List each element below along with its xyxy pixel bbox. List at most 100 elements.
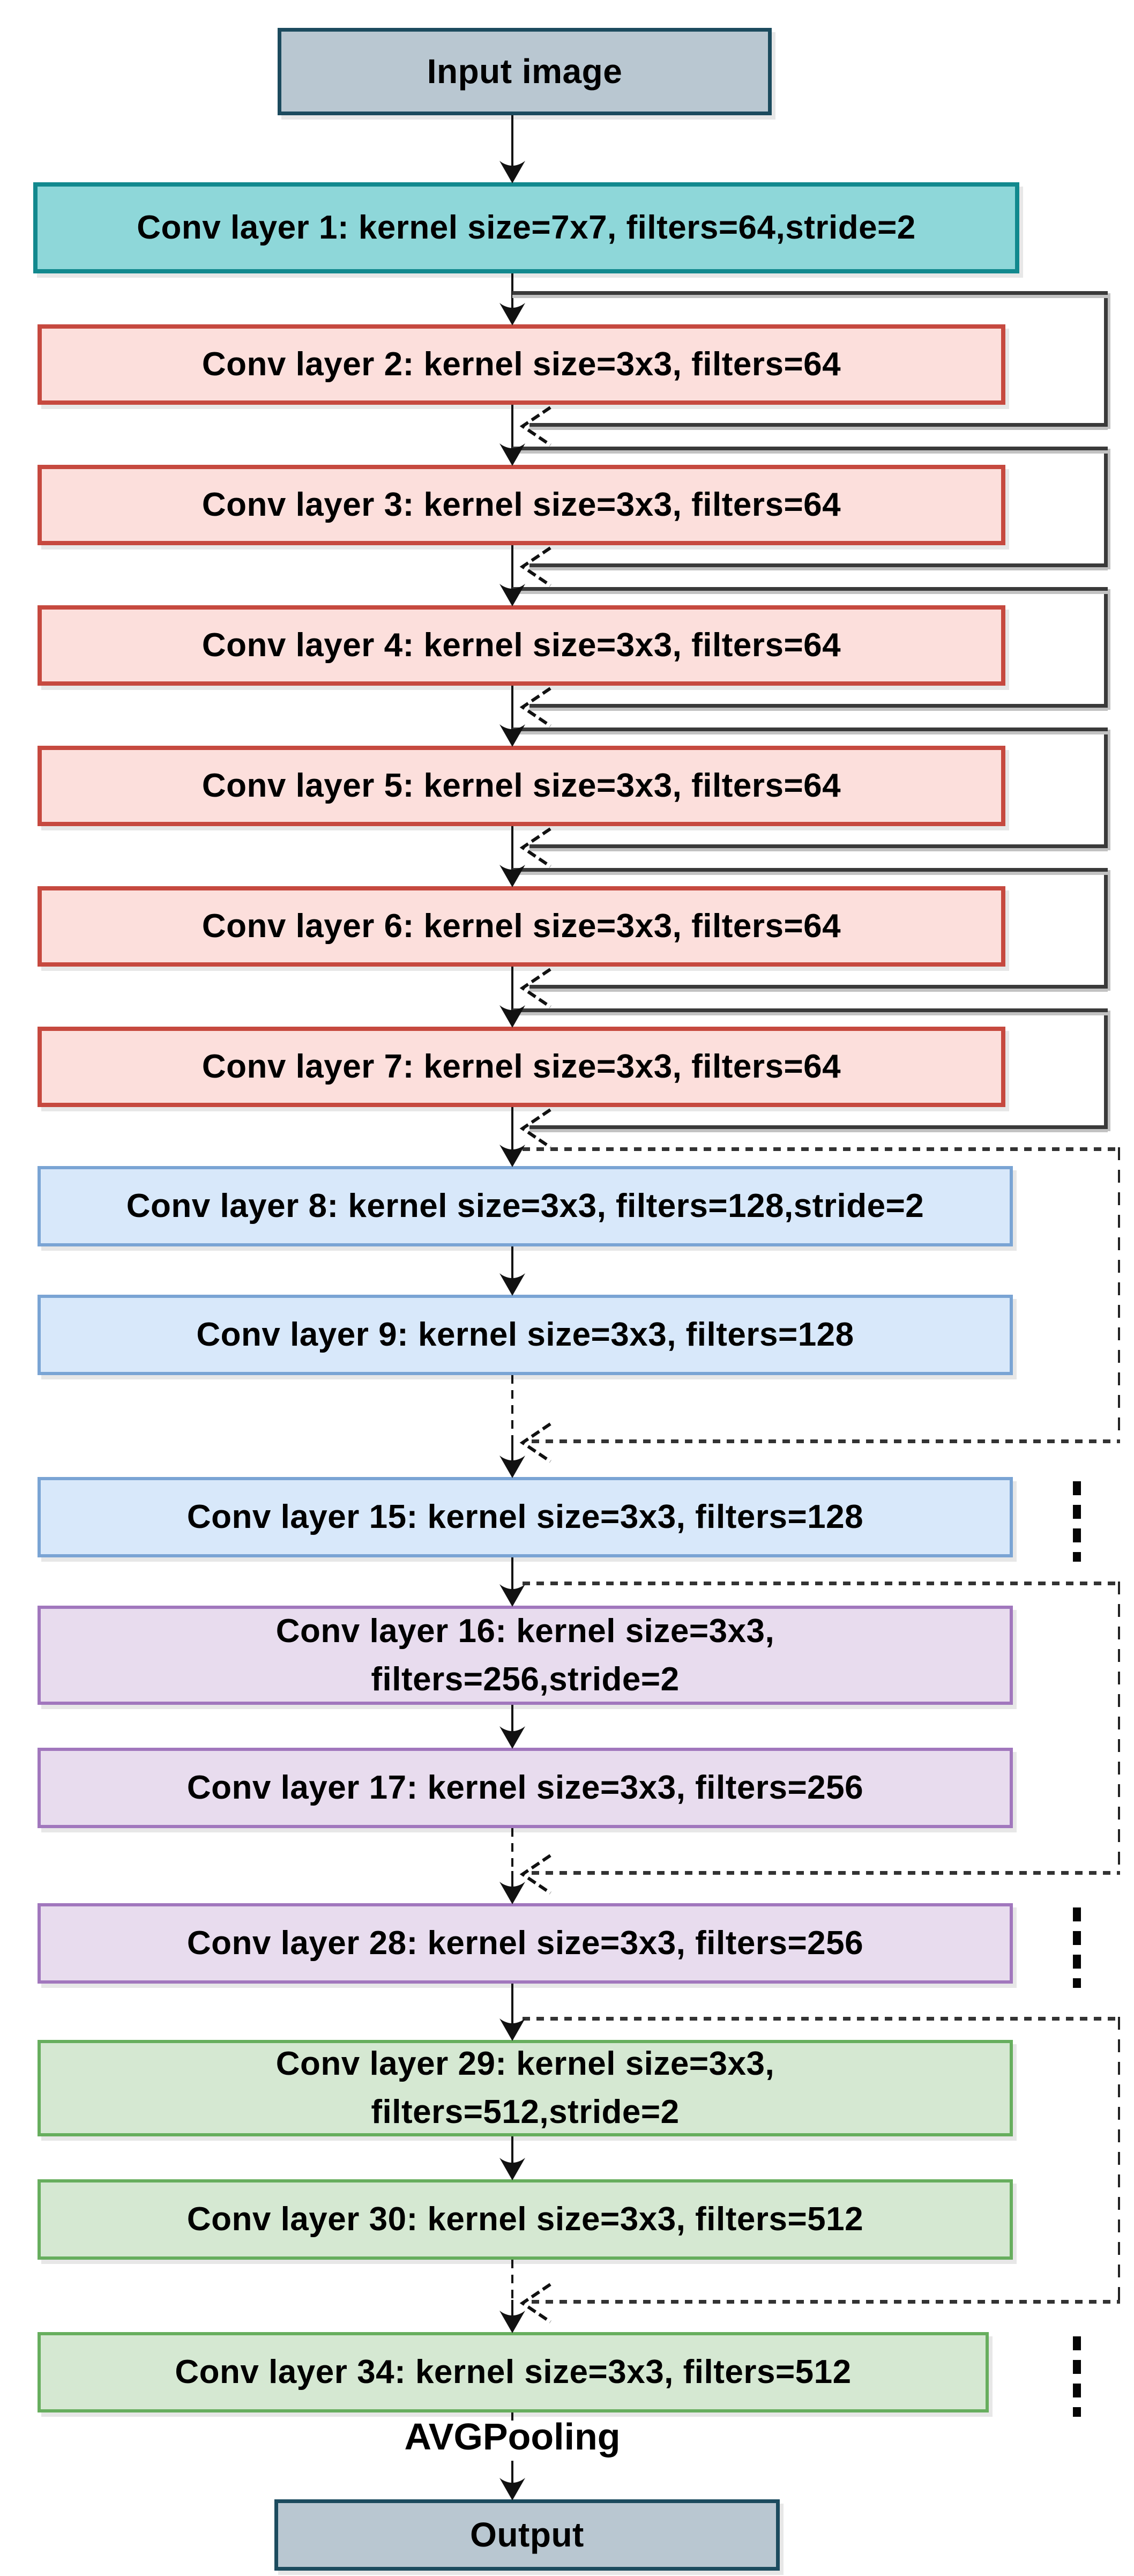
skip-connection-line-dotted (532, 1439, 1120, 1443)
skip-connection-line (1104, 447, 1108, 567)
skip-connection-line (529, 704, 1108, 708)
skip-connection-line-dashed (1118, 1147, 1120, 1439)
node-label-conv9: Conv layer 9: kernel size=3x3, filters=1… (196, 1316, 854, 1354)
arrowhead-icon (499, 2017, 525, 2044)
flow-arrow-line (511, 1871, 513, 1901)
skip-connection-line-dotted (523, 1582, 1120, 1585)
flow-arrow-line (511, 967, 513, 1024)
flow-arrow-line (511, 1107, 513, 1163)
skip-connection-line (529, 563, 1108, 567)
arrowhead-icon (499, 2157, 525, 2183)
node-label-conv7: Conv layer 7: kernel size=3x3, filters=6… (202, 1048, 841, 1086)
skip-connection-line (1104, 868, 1108, 989)
node-label-conv8: Conv layer 8: kernel size=3x3, filters=1… (126, 1187, 924, 1225)
merge-chevron-arrowhead-icon (517, 1421, 556, 1467)
node-conv6: Conv layer 6: kernel size=3x3, filters=6… (38, 886, 1005, 967)
arrowhead-icon (499, 1454, 525, 1481)
node-conv17: Conv layer 17: kernel size=3x3, filters=… (38, 1748, 1013, 1828)
flow-arrow-line (511, 115, 513, 181)
node-label-input: Input image (427, 52, 623, 91)
arrowhead-icon (499, 723, 525, 749)
node-label-conv2: Conv layer 2: kernel size=3x3, filters=6… (202, 346, 841, 383)
merge-chevron-arrowhead-icon (517, 1107, 556, 1153)
node-label-conv15: Conv layer 15: kernel size=3x3, filters=… (186, 1498, 864, 1536)
arrowhead-icon (499, 1881, 525, 1907)
skip-connection-line-dotted (523, 1147, 1120, 1151)
node-label-conv1: Conv layer 1: kernel size=7x7, filters=6… (137, 209, 916, 247)
merge-chevron-arrowhead-icon (517, 545, 556, 591)
flow-arrow-line-dashed (511, 2260, 513, 2300)
node-label-conv3: Conv layer 3: kernel size=3x3, filters=6… (202, 486, 841, 524)
arrowhead-icon (499, 864, 525, 890)
node-conv9: Conv layer 9: kernel size=3x3, filters=1… (38, 1295, 1013, 1375)
repeat-ellipsis-mark (1073, 2336, 1081, 2417)
arrowhead-icon (499, 1272, 525, 1298)
flow-arrow-line (511, 405, 513, 462)
skip-connection-line-dashed (1118, 1582, 1120, 1871)
node-input: Input image (278, 28, 772, 115)
node-conv29: Conv layer 29: kernel size=3x3, filters=… (38, 2040, 1013, 2136)
repeat-ellipsis-mark (1073, 1907, 1081, 1988)
node-conv34: Conv layer 34: kernel size=3x3, filters=… (38, 2332, 989, 2412)
flow-arrow-line (511, 2300, 513, 2329)
skip-connection-line (512, 291, 1108, 295)
skip-connection-line-dashed (1118, 2017, 1120, 2300)
node-conv15: Conv layer 15: kernel size=3x3, filters=… (38, 1477, 1013, 1557)
node-label-conv17: Conv layer 17: kernel size=3x3, filters=… (186, 1769, 864, 1807)
flow-arrow-line (511, 1439, 513, 1474)
node-conv3: Conv layer 3: kernel size=3x3, filters=6… (38, 465, 1005, 545)
flow-arrow-line (511, 1557, 513, 1603)
merge-chevron-arrowhead-icon (517, 2281, 556, 2328)
flow-arrow-line-dashed (511, 1828, 513, 1871)
skip-connection-line (529, 423, 1108, 427)
flow-arrow-line (511, 2136, 513, 2177)
flow-arrow-line (511, 826, 513, 884)
node-label-conv28: Conv layer 28: kernel size=3x3, filters=… (186, 1925, 864, 1962)
node-label-output: Output (470, 2515, 584, 2555)
skip-connection-line-dotted (532, 2300, 1120, 2304)
node-conv8: Conv layer 8: kernel size=3x3, filters=1… (38, 1166, 1013, 1246)
node-conv2: Conv layer 2: kernel size=3x3, filters=6… (38, 324, 1005, 405)
skip-connection-line (512, 868, 1108, 872)
flow-arrow-line (511, 686, 513, 743)
arrowhead-icon (499, 1583, 525, 1609)
merge-chevron-arrowhead-icon (517, 1852, 556, 1899)
skip-connection-line (512, 1008, 1108, 1012)
node-label-conv30: Conv layer 30: kernel size=3x3, filters=… (186, 2201, 864, 2238)
flow-arrow-line (511, 1246, 513, 1292)
arrowhead-icon (499, 442, 525, 469)
node-conv28: Conv layer 28: kernel size=3x3, filters=… (38, 1903, 1013, 1984)
arrowhead-icon (499, 302, 525, 328)
merge-chevron-arrowhead-icon (517, 826, 556, 872)
skip-connection-line (512, 587, 1108, 591)
node-label-conv29: Conv layer 29: kernel size=3x3, filters=… (275, 2045, 775, 2130)
arrowhead-icon (499, 1004, 525, 1030)
arrowhead-icon (499, 583, 525, 609)
skip-connection-line (529, 844, 1108, 848)
flow-arrow-line (511, 1984, 513, 2037)
arrowhead-icon (499, 1725, 525, 1751)
node-conv5: Conv layer 5: kernel size=3x3, filters=6… (38, 746, 1005, 826)
flow-arrow-line (511, 2461, 513, 2497)
skip-connection-line-dotted (523, 2017, 1120, 2021)
skip-connection-line (529, 1125, 1108, 1129)
node-conv7: Conv layer 7: kernel size=3x3, filters=6… (38, 1027, 1005, 1107)
skip-connection-line (1104, 1008, 1108, 1129)
skip-connection-line (1104, 587, 1108, 708)
node-conv16: Conv layer 16: kernel size=3x3, filters=… (38, 1606, 1013, 1705)
skip-connection-line (512, 727, 1108, 731)
node-conv30: Conv layer 30: kernel size=3x3, filters=… (38, 2179, 1013, 2260)
node-label-conv16: Conv layer 16: kernel size=3x3, filters=… (275, 1612, 775, 1698)
node-label-conv4: Conv layer 4: kernel size=3x3, filters=6… (202, 627, 841, 664)
arrowhead-icon (499, 2310, 525, 2336)
node-conv1: Conv layer 1: kernel size=7x7, filters=6… (33, 182, 1019, 273)
merge-chevron-arrowhead-icon (517, 966, 556, 1013)
flow-arrow-line (511, 545, 513, 603)
skip-connection-line (512, 447, 1108, 450)
flow-arrow-line-dashed (511, 1375, 513, 1439)
node-conv4: Conv layer 4: kernel size=3x3, filters=6… (38, 605, 1005, 686)
flow-arrow-line (511, 1705, 513, 1745)
flow-arrow-line (511, 273, 513, 322)
arrowhead-icon (499, 1144, 525, 1170)
